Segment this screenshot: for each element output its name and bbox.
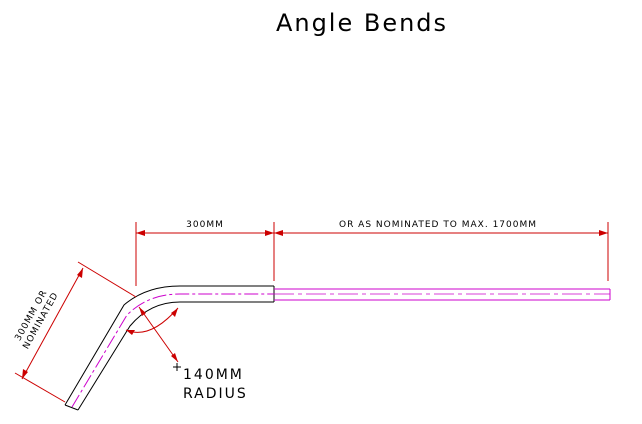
dimension-straight-length: 300MM bbox=[136, 220, 274, 236]
dimension-extension-lines bbox=[135, 222, 609, 286]
dimension-straight-label: 300MM bbox=[186, 220, 224, 230]
tube-centerline bbox=[71, 293, 274, 408]
extension-tube bbox=[274, 288, 611, 301]
dimension-extension-length: OR AS NOMINATED TO MAX. 1700MM bbox=[274, 220, 608, 236]
page-title: Angle Bends bbox=[276, 9, 448, 37]
radius-label-text: RADIUS bbox=[183, 386, 248, 402]
bend-angle-arc bbox=[125, 307, 179, 335]
dimension-extension-label: OR AS NOMINATED TO MAX. 1700MM bbox=[339, 220, 537, 230]
radius-leader bbox=[138, 306, 181, 371]
radius-label-value: 140MM bbox=[183, 367, 244, 383]
